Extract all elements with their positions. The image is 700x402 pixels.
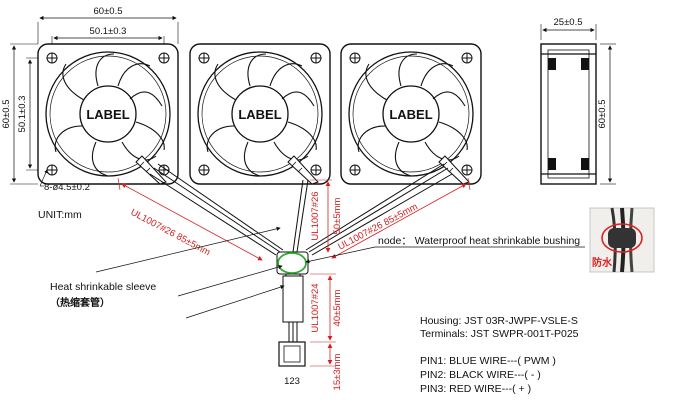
- waterproof-photo: 防水: [589, 207, 655, 273]
- left-dimensions: 60±0.5 50.1±0.3: [1, 43, 46, 185]
- mid-cable-length: 50±5mm: [332, 197, 343, 234]
- fan-label: LABEL: [238, 107, 281, 122]
- side-view: 25±0.5 60±0.5: [540, 17, 616, 185]
- housing-spec: Housing: JST 03R-JWPF-VSLE-S: [420, 315, 578, 327]
- pin3-spec: PIN3: RED WIRE---( + ): [420, 383, 531, 395]
- fan-label: LABEL: [389, 107, 432, 122]
- fan-right: LABEL: [340, 43, 482, 185]
- sleeve-label-cn: （热缩套管）: [50, 296, 110, 309]
- holes-label: 8-ø4.5±0.2: [44, 182, 90, 193]
- height-hole-label: 50.1±0.3: [17, 96, 28, 133]
- left-cable-length: UL1007#26 85±5mm: [129, 207, 213, 258]
- fan-left: LABEL: [37, 43, 179, 185]
- fan-label: LABEL: [86, 107, 129, 122]
- height-outer-label: 60±0.5: [1, 100, 12, 129]
- node-note: node： Waterproof heat shrinkable bushing: [378, 235, 580, 247]
- side-width-label: 25±0.5: [554, 17, 583, 28]
- waterproof-badge: 防水: [592, 256, 613, 269]
- mid-cable-gauge: UL1007#26: [310, 191, 321, 240]
- width-outer-label: 60±0.5: [94, 6, 123, 17]
- connector-pin-numbers: 123: [284, 376, 300, 387]
- cables: [149, 163, 453, 367]
- side-height-label: 60±0.5: [597, 100, 608, 129]
- specs-block: Housing: JST 03R-JWPF-VSLE-S Terminals: …: [420, 315, 579, 395]
- sleeve-label: Heat shrinkable sleeve: [50, 281, 156, 293]
- low-cable-length: 40±5mm: [332, 289, 343, 326]
- low-cable-gauge: UL1007#24: [310, 283, 321, 332]
- unit-label: UNIT:mm: [38, 209, 82, 221]
- fan-middle: LABEL: [189, 43, 331, 185]
- terminals-spec: Terminals: JST SWPR-001T-P025: [420, 328, 579, 340]
- pin2-spec: PIN2: BLACK WIRE---( - ): [420, 369, 541, 381]
- pin1-spec: PIN1: BLUE WIRE---( PWM ): [420, 355, 556, 367]
- end-length: 15±3mm: [332, 353, 343, 390]
- width-hole-label: 50.1±0.3: [90, 26, 127, 37]
